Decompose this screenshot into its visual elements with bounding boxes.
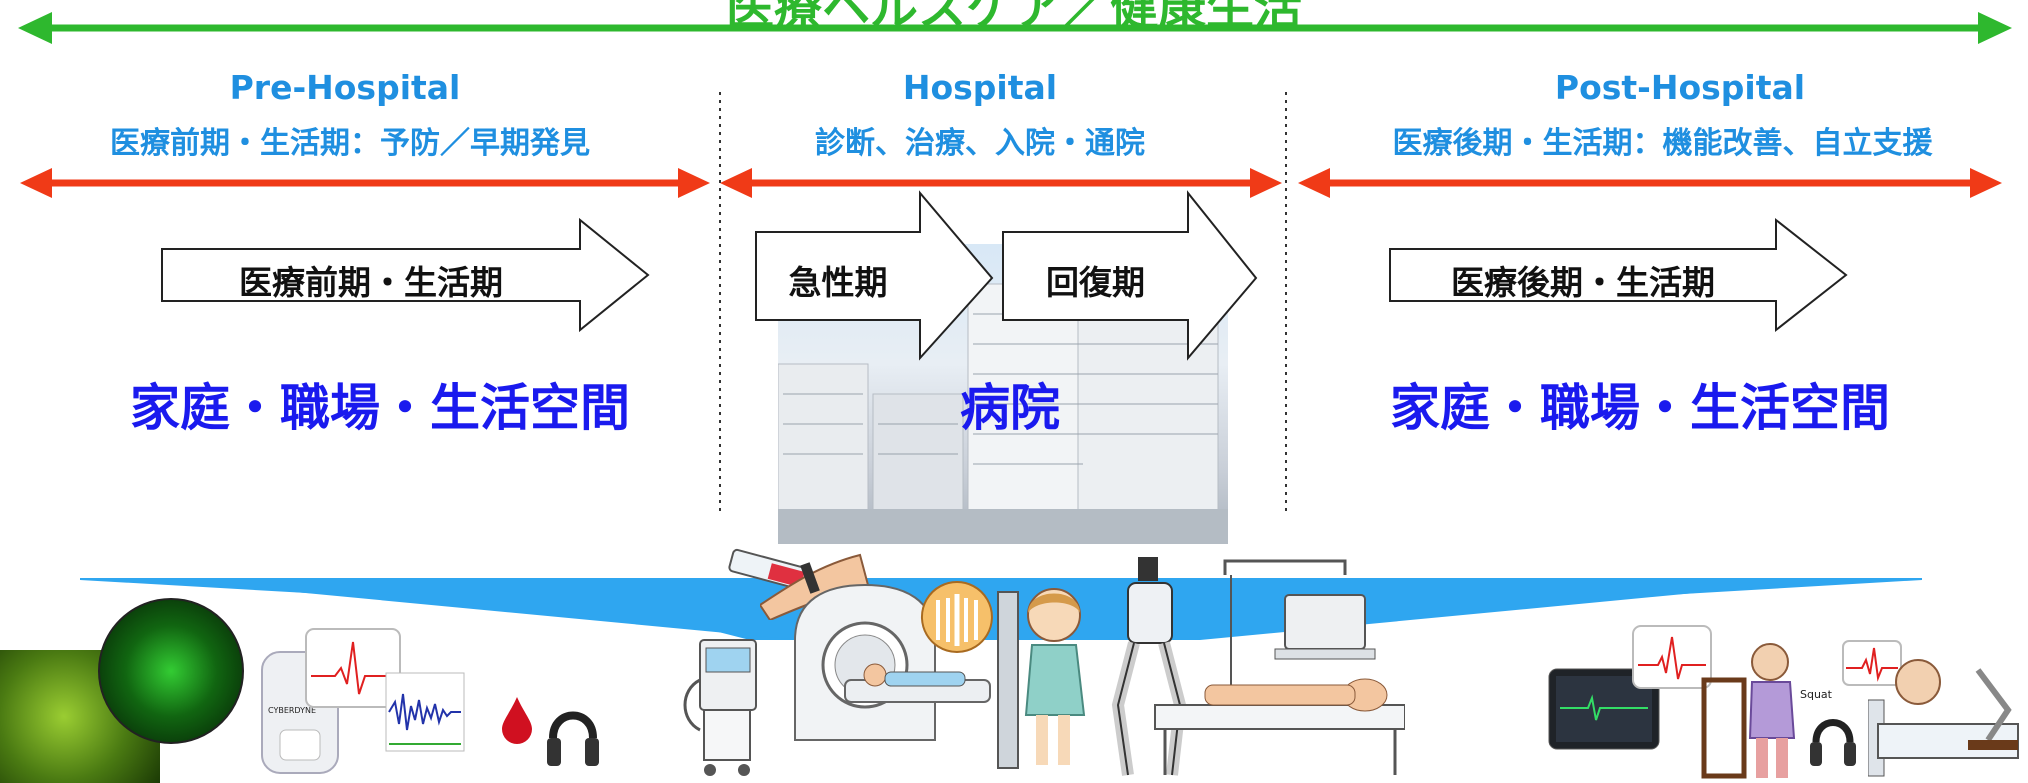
stage-label-post: 医療後期・生活期 (1451, 263, 1715, 302)
elderly-man-bed-icon (1868, 659, 2019, 777)
patient-girl-icon (1024, 588, 1086, 765)
stage-arrow-recovery (1002, 190, 1258, 361)
place-label-post: 家庭・職場・生活空間 (1390, 379, 1890, 437)
waveform-chart-icon (385, 672, 465, 752)
hospital-span-arrow (720, 168, 1282, 198)
pre-hospital-span-arrow (20, 168, 710, 198)
stage-label-pre: 医療前期・生活期 (239, 263, 503, 302)
phase-label-post: Post-Hospital (1554, 68, 1806, 107)
healthcare-span-arrow (18, 12, 2012, 44)
ecg-chart-icon-post (1632, 625, 1712, 689)
stage-label-acute: 急性期 (788, 263, 888, 302)
blood-drop-icon (502, 697, 532, 744)
phase-subtitle-pre: 医療前期・生活期：予防／早期発見 (110, 126, 590, 161)
ventilator-icon (683, 639, 757, 776)
stage-arrow-acute (755, 190, 994, 361)
elderly-man-chair-icon (1701, 643, 1796, 779)
stage-arrow-pre (161, 217, 650, 333)
place-label-hospital: 病院 (960, 379, 1060, 437)
door-icon (997, 591, 1019, 769)
squat-label: Squat (1800, 688, 1832, 701)
tablet-monitor-icon (1548, 668, 1660, 750)
phase-subtitle-post: 医療後期・生活期：機能改善、自立支援 (1392, 126, 1933, 161)
bed-rehab-icon (1154, 559, 1405, 775)
ecg-chart-icon-bed (1842, 640, 1902, 686)
banner-title: 医療ヘルスケア／健康生活 (725, 0, 1302, 36)
stage-label-recovery: 回復期 (1046, 263, 1145, 302)
stage-arrow-post (1389, 217, 1848, 333)
wearable-headset-icon (547, 711, 599, 766)
mri-scanner-icon (794, 583, 991, 741)
phase-label-hospital: Hospital (902, 68, 1058, 107)
wearable-headset-icon-post (1810, 719, 1856, 766)
fluorescence-cell-image (98, 598, 244, 744)
phase-label-pre: Pre-Hospital (229, 68, 461, 107)
phase-subtitle-hospital: 診断、治療、入院・通院 (815, 126, 1145, 161)
device-brand-label: CYBERDYNE (268, 706, 317, 715)
exoskeleton-robot-icon (1111, 557, 1187, 776)
place-label-pre: 家庭・職場・生活空間 (130, 379, 630, 437)
xray-chest-icon (920, 581, 993, 653)
post-hospital-span-arrow (1298, 168, 2002, 198)
ecg-chart-icon (305, 628, 401, 708)
